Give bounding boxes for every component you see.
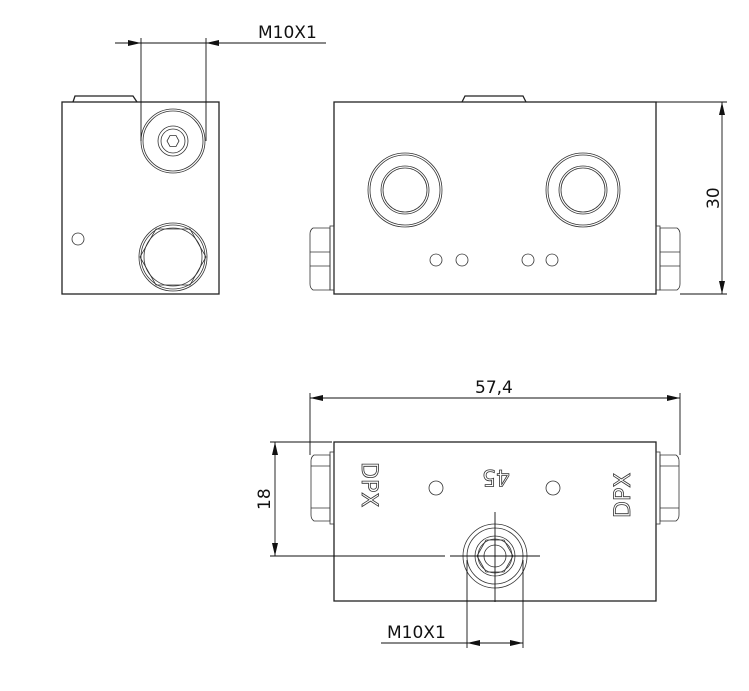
side-body xyxy=(61,101,220,295)
bottom-plug xyxy=(138,222,208,292)
engraving-left: DPX xyxy=(356,462,381,507)
top-tab xyxy=(72,95,138,103)
front-view xyxy=(309,95,681,295)
pin-hole xyxy=(71,232,85,246)
dimension-label: M10X1 xyxy=(387,623,446,643)
dimension-label: 18 xyxy=(255,488,275,510)
side-view xyxy=(61,95,220,295)
top-view: DPX DPX 45 xyxy=(310,441,680,602)
engraving-right: DPX xyxy=(611,473,636,518)
top-port xyxy=(140,108,206,174)
right-fitting xyxy=(655,225,681,291)
bottom-port xyxy=(450,512,540,602)
left-fitting xyxy=(309,225,335,291)
hex-socket-icon xyxy=(166,135,180,147)
dimension-label: 30 xyxy=(704,187,724,209)
dimension-height: 30 xyxy=(656,101,727,295)
dimension-thread-top: M10X1 xyxy=(115,23,326,141)
dimension-label: M10X1 xyxy=(258,23,317,43)
right-fitting xyxy=(655,451,680,525)
dimension-thread-bottom: M10X1 xyxy=(381,560,524,648)
dimension-length: 57,4 xyxy=(309,378,681,455)
engraving-number: 45 xyxy=(482,464,510,489)
left-fitting xyxy=(310,451,335,525)
dimension-depth: 18 xyxy=(255,441,445,557)
dimension-label: 57,4 xyxy=(475,378,513,398)
